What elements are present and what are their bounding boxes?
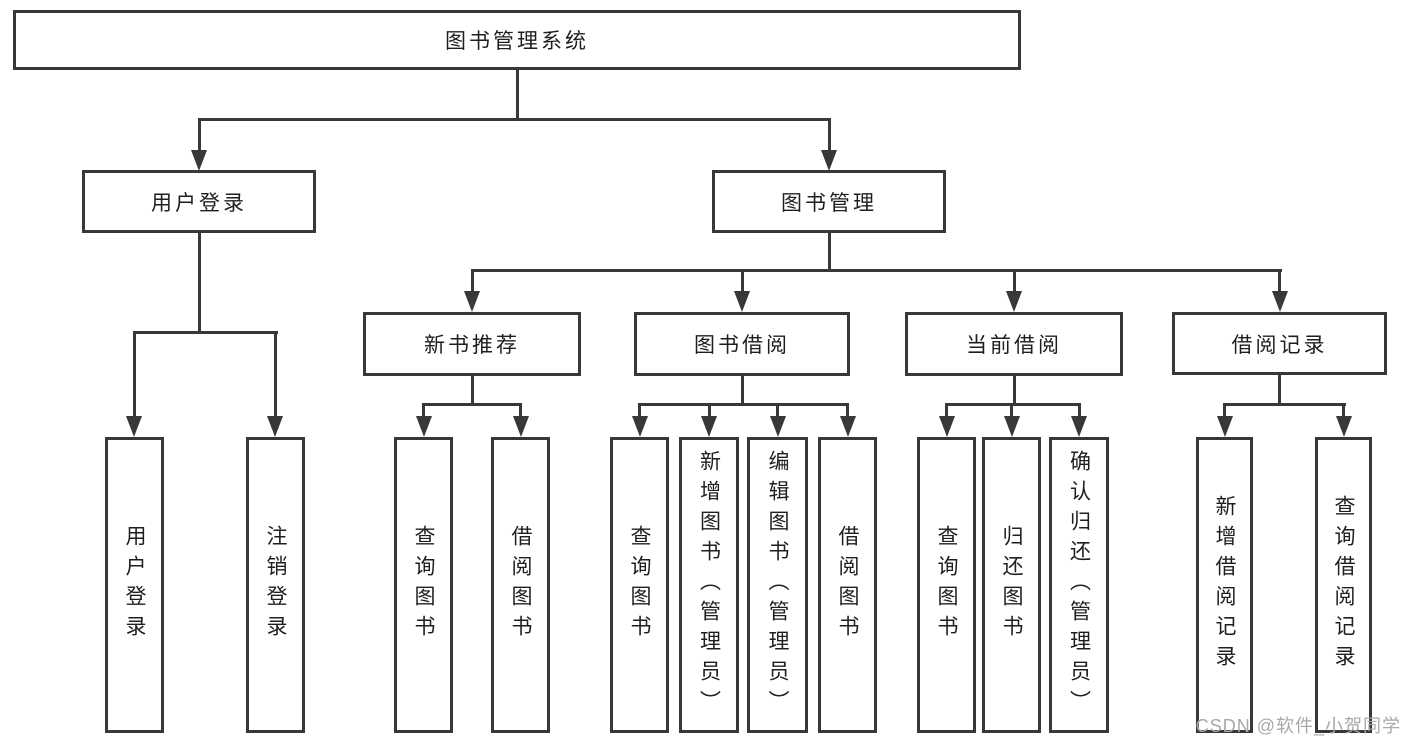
node-query-book-borrow: 查询图书 — [610, 437, 669, 733]
connector-line — [273, 331, 277, 419]
arrow-down-icon — [464, 291, 480, 312]
connector-line — [197, 118, 831, 121]
arrow-down-icon — [1003, 416, 1020, 437]
connector-line — [827, 118, 831, 154]
connector-line — [945, 403, 1081, 406]
arrow-down-icon — [938, 416, 955, 437]
arrow-down-icon — [1271, 291, 1288, 312]
node-book-management: 图书管理 — [712, 170, 946, 233]
node-current-borrow: 当前借阅 — [905, 312, 1123, 376]
connector-line — [1012, 376, 1016, 405]
node-edit-book-admin: 编辑图书（管理员） — [747, 437, 808, 733]
connector-line — [638, 403, 849, 406]
node-book-borrow: 图书借阅 — [634, 312, 850, 376]
connector-line — [132, 331, 278, 334]
connector-line — [740, 269, 744, 293]
connector-line — [945, 403, 948, 419]
connector-line — [740, 376, 744, 405]
arrow-down-icon — [734, 291, 750, 312]
node-add-borrow-record: 新增借阅记录 — [1196, 437, 1253, 733]
node-return-book: 归还图书 — [982, 437, 1041, 733]
arrow-down-icon — [769, 416, 786, 437]
arrow-down-icon — [267, 416, 283, 437]
node-query-borrow-record: 查询借阅记录 — [1315, 437, 1372, 733]
node-add-book-admin: 新增图书（管理员） — [679, 437, 739, 733]
arrow-down-icon — [415, 416, 432, 437]
arrow-down-icon — [1216, 416, 1233, 437]
node-query-book-recommend: 查询图书 — [394, 437, 453, 733]
connector-line — [1010, 403, 1013, 419]
arrow-down-icon — [1335, 416, 1352, 437]
connector-line — [470, 269, 1282, 272]
connector-line — [776, 403, 779, 419]
connector-line — [827, 233, 831, 271]
arrow-down-icon — [821, 150, 837, 171]
connector-line — [470, 269, 474, 293]
node-new-book-recommend: 新书推荐 — [363, 312, 581, 376]
node-borrow-book-recommend: 借阅图书 — [491, 437, 550, 733]
arrow-down-icon — [191, 150, 207, 171]
arrow-down-icon — [1071, 416, 1087, 437]
connector-line — [1278, 375, 1281, 405]
connector-line — [1223, 403, 1226, 419]
connector-line — [132, 331, 136, 419]
connector-line — [422, 403, 425, 419]
node-logout-leaf: 注销登录 — [246, 437, 305, 733]
connector-line — [422, 403, 522, 406]
connector-line — [707, 403, 711, 419]
node-borrow-book-leaf: 借阅图书 — [818, 437, 877, 733]
node-root: 图书管理系统 — [13, 10, 1021, 70]
connector-line — [197, 118, 201, 154]
connector-line — [1223, 403, 1346, 406]
node-user-login: 用户登录 — [82, 170, 316, 233]
connector-line — [1012, 269, 1016, 293]
connector-line — [846, 403, 849, 419]
node-borrow-records: 借阅记录 — [1172, 312, 1387, 375]
node-query-book-current: 查询图书 — [917, 437, 976, 733]
connector-line — [1342, 403, 1345, 419]
connector-line — [1077, 403, 1081, 419]
connector-line — [197, 233, 201, 333]
arrow-down-icon — [701, 416, 717, 437]
arrow-down-icon — [839, 416, 856, 437]
arrow-down-icon — [1006, 291, 1022, 312]
node-user-login-leaf: 用户登录 — [105, 437, 164, 733]
arrow-down-icon — [631, 416, 648, 437]
node-confirm-return-admin: 确认归还（管理员） — [1049, 437, 1109, 733]
connector-line — [515, 70, 519, 120]
connector-line — [1278, 269, 1281, 293]
connector-line — [470, 376, 474, 405]
arrow-down-icon — [126, 416, 142, 437]
connector-line — [638, 403, 641, 419]
watermark: CSDN @软件_小贺同学 — [1195, 716, 1401, 736]
connector-line — [519, 403, 522, 419]
arrow-down-icon — [512, 416, 529, 437]
